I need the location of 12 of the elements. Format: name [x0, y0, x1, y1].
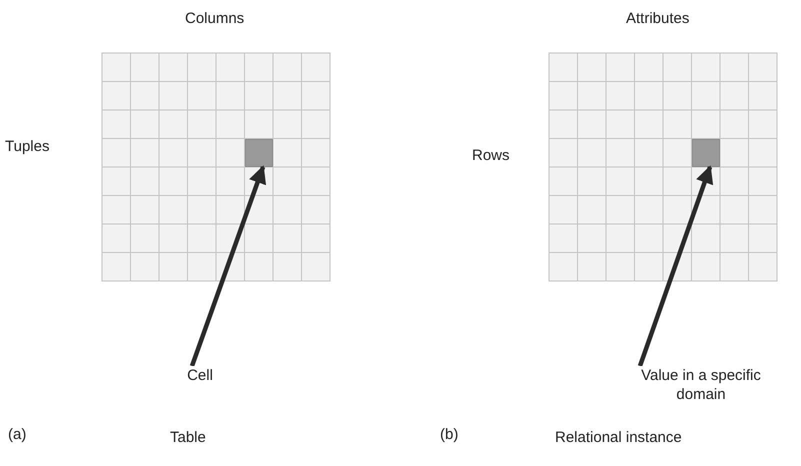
label-text: Table: [170, 428, 206, 447]
label-text: Attributes: [626, 9, 690, 28]
label-text: (b): [440, 425, 458, 444]
label-text: Relational instance: [555, 428, 682, 447]
label-text: Rows: [472, 146, 510, 165]
label-text: Tuples: [5, 137, 50, 156]
highlighted-cell: [244, 138, 273, 167]
highlighted-cell: [692, 138, 720, 167]
arrow: [190, 165, 266, 367]
label-text: Columns: [185, 9, 244, 28]
arrow: [638, 165, 714, 367]
label-text: (a): [8, 425, 26, 444]
